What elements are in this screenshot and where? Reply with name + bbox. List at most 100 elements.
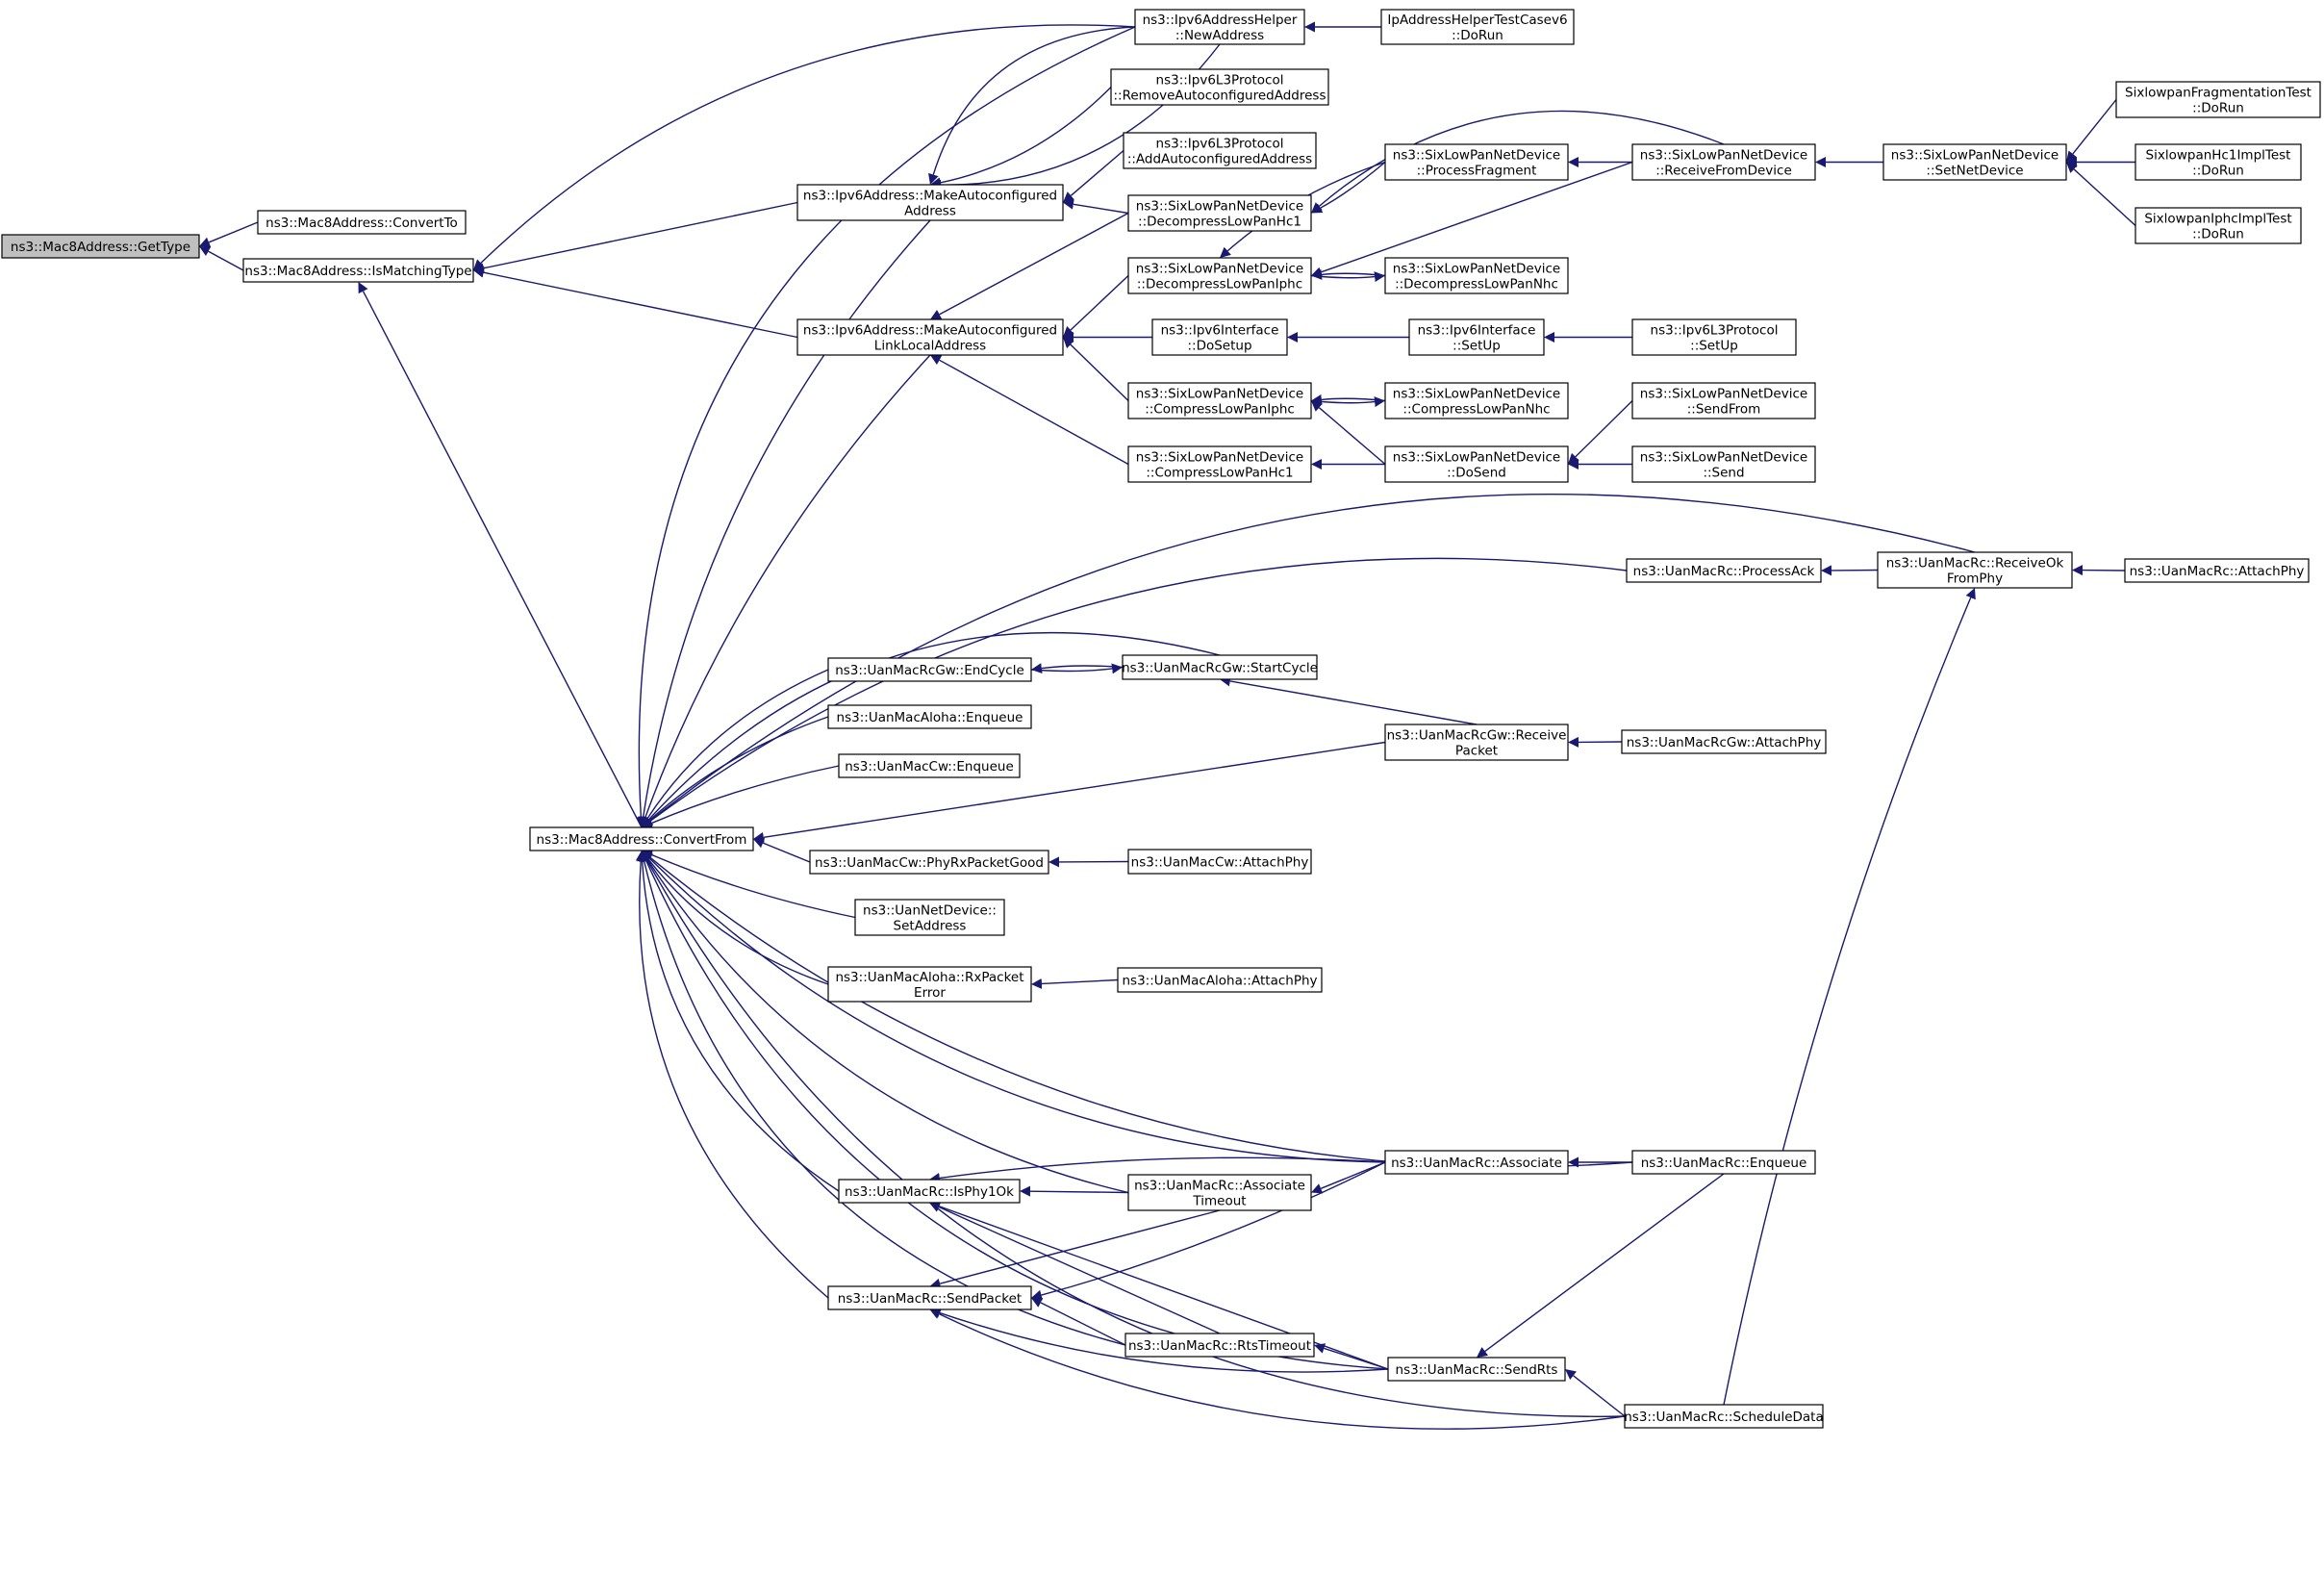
node-box[interactable]	[257, 210, 467, 235]
node-alohaEnq[interactable]: ns3::UanMacAloha::Enqueue	[827, 704, 1032, 729]
node-compNhc[interactable]: ns3::SixLowPanNetDevice::CompressLowPanN…	[1384, 382, 1569, 419]
node-rcSendRts[interactable]: ns3::UanMacRc::SendRts	[1387, 1357, 1566, 1382]
node-box[interactable]	[1384, 382, 1569, 419]
node-rcEnqueue[interactable]: ns3::UanMacRc::Enqueue	[1631, 1150, 1816, 1175]
node-netDevSetAddr[interactable]: ns3::UanNetDevice::SetAddress	[854, 899, 1005, 936]
node-box[interactable]	[838, 753, 1021, 778]
node-box[interactable]	[529, 826, 754, 851]
node-gwStartCycle[interactable]: ns3::UanMacRcGw::StartCycle	[1122, 654, 1318, 680]
node-decompHc1[interactable]: ns3::SixLowPanNetDevice::DecompressLowPa…	[1127, 194, 1312, 232]
node-root[interactable]: ns3::Mac8Address::GetType	[1, 234, 200, 259]
node-box[interactable]	[1384, 1150, 1569, 1175]
node-box[interactable]	[1380, 9, 1575, 45]
node-l3SetUp[interactable]: ns3::Ipv6L3Protocol::SetUp	[1631, 318, 1797, 356]
node-hc1Test[interactable]: SixlowpanHc1ImplTest::DoRun	[2135, 143, 2302, 181]
node-box[interactable]	[1384, 445, 1569, 483]
node-box[interactable]	[1127, 849, 1312, 875]
node-box[interactable]	[1387, 1357, 1566, 1382]
node-l3Remove[interactable]: ns3::Ipv6L3Protocol::RemoveAutoconfigure…	[1110, 68, 1329, 106]
node-convertTo[interactable]: ns3::Mac8Address::ConvertTo	[257, 210, 467, 235]
node-box[interactable]	[827, 704, 1032, 729]
node-rcProcessAck[interactable]: ns3::UanMacRc::ProcessAck	[1626, 558, 1822, 583]
node-box[interactable]	[1384, 143, 1569, 181]
node-doSend[interactable]: ns3::SixLowPanNetDevice::DoSend	[1384, 445, 1569, 483]
node-rcAssociate[interactable]: ns3::UanMacRc::Associate	[1384, 1150, 1569, 1175]
node-helperNew[interactable]: ns3::Ipv6AddressHelper::NewAddress	[1134, 9, 1305, 45]
node-box[interactable]	[1117, 967, 1323, 993]
node-box[interactable]	[1127, 382, 1312, 419]
node-isMatching[interactable]: ns3::Mac8Address::IsMatchingType	[242, 258, 474, 283]
node-box[interactable]	[1384, 257, 1569, 294]
node-iphcTest[interactable]: SixlowpanIphcImplTest::DoRun	[2135, 207, 2302, 244]
node-ifSetUp[interactable]: ns3::Ipv6Interface::SetUp	[1408, 318, 1545, 356]
node-procFrag[interactable]: ns3::SixLowPanNetDevice::ProcessFragment	[1384, 143, 1569, 181]
node-box[interactable]	[1408, 318, 1545, 356]
node-box[interactable]	[1122, 654, 1318, 680]
node-box[interactable]	[1631, 445, 1816, 483]
node-makeAutoLL[interactable]: ns3::Ipv6Address::MakeAutoconfiguredLink…	[796, 318, 1064, 356]
node-convertFrom[interactable]: ns3::Mac8Address::ConvertFrom	[529, 826, 754, 851]
node-box[interactable]	[1127, 257, 1312, 294]
node-compIphc[interactable]: ns3::SixLowPanNetDevice::CompressLowPanI…	[1127, 382, 1312, 419]
node-box[interactable]	[2124, 558, 2310, 583]
node-box[interactable]	[796, 318, 1064, 356]
node-decompNhc[interactable]: ns3::SixLowPanNetDevice::DecompressLowPa…	[1384, 257, 1569, 294]
node-box[interactable]	[1151, 318, 1288, 356]
node-rcAttach[interactable]: ns3::UanMacRc::AttachPhy	[2124, 558, 2310, 583]
node-ifDoSetup[interactable]: ns3::Ipv6Interface::DoSetup	[1151, 318, 1288, 356]
node-box[interactable]	[242, 258, 474, 283]
node-l3Add[interactable]: ns3::Ipv6L3Protocol::AddAutoconfiguredAd…	[1123, 132, 1317, 169]
node-box[interactable]	[1624, 1404, 1824, 1429]
node-rcRtsTimeout[interactable]: ns3::UanMacRc::RtsTimeout	[1124, 1333, 1315, 1358]
node-box[interactable]	[1110, 68, 1329, 106]
node-box[interactable]	[838, 1179, 1021, 1204]
node-rcIsPhy[interactable]: ns3::UanMacRc::IsPhy1Ok	[838, 1179, 1021, 1204]
node-box[interactable]	[1, 234, 200, 259]
node-box[interactable]	[1877, 551, 2073, 589]
node-box[interactable]	[1631, 1150, 1816, 1175]
node-rcSchedule[interactable]: ns3::UanMacRc::ScheduleData	[1624, 1404, 1824, 1429]
node-recvFromDev[interactable]: ns3::SixLowPanNetDevice::ReceiveFromDevi…	[1631, 143, 1816, 181]
node-box[interactable]	[1882, 143, 2067, 181]
node-box[interactable]	[809, 850, 1049, 875]
node-box[interactable]	[1123, 132, 1317, 169]
node-cwPhyRx[interactable]: ns3::UanMacCw::PhyRxPacketGood	[809, 850, 1049, 875]
node-gwAttach[interactable]: ns3::UanMacRcGw::AttachPhy	[1621, 729, 1827, 754]
node-box[interactable]	[2115, 81, 2321, 118]
node-cwAttach[interactable]: ns3::UanMacCw::AttachPhy	[1127, 849, 1312, 875]
node-sendFrom[interactable]: ns3::SixLowPanNetDevice::SendFrom	[1631, 382, 1816, 419]
node-box[interactable]	[796, 184, 1064, 221]
node-box[interactable]	[2135, 143, 2302, 181]
node-box[interactable]	[1384, 724, 1569, 761]
node-helperTest[interactable]: IpAddressHelperTestCasev6::DoRun	[1380, 9, 1575, 45]
node-box[interactable]	[1626, 558, 1822, 583]
node-box[interactable]	[827, 966, 1032, 1003]
node-box[interactable]	[1127, 1174, 1312, 1211]
node-box[interactable]	[1134, 9, 1305, 45]
node-gwEndCycle[interactable]: ns3::UanMacRcGw::EndCycle	[827, 657, 1032, 682]
node-alohaAttach[interactable]: ns3::UanMacAloha::AttachPhy	[1117, 967, 1323, 993]
node-box[interactable]	[2135, 207, 2302, 244]
node-rcSendPacket[interactable]: ns3::UanMacRc::SendPacket	[827, 1285, 1032, 1310]
node-compHc1[interactable]: ns3::SixLowPanNetDevice::CompressLowPanH…	[1127, 445, 1312, 483]
node-box[interactable]	[1127, 445, 1312, 483]
node-box[interactable]	[1621, 729, 1827, 754]
node-box[interactable]	[827, 657, 1032, 682]
node-box[interactable]	[1631, 143, 1816, 181]
node-box[interactable]	[1631, 382, 1816, 419]
node-box[interactable]	[1124, 1333, 1315, 1358]
node-box[interactable]	[1127, 194, 1312, 232]
node-decompIphc[interactable]: ns3::SixLowPanNetDevice::DecompressLowPa…	[1127, 257, 1312, 294]
node-setNetDev[interactable]: ns3::SixLowPanNetDevice::SetNetDevice	[1882, 143, 2067, 181]
node-cwEnq[interactable]: ns3::UanMacCw::Enqueue	[838, 753, 1021, 778]
node-fragTest[interactable]: SixlowpanFragmentationTest::DoRun	[2115, 81, 2321, 118]
node-box[interactable]	[854, 899, 1005, 936]
node-makeAuto[interactable]: ns3::Ipv6Address::MakeAutoconfiguredAddr…	[796, 184, 1064, 221]
node-box[interactable]	[827, 1285, 1032, 1310]
node-box[interactable]	[1631, 318, 1797, 356]
node-send[interactable]: ns3::SixLowPanNetDevice::Send	[1631, 445, 1816, 483]
